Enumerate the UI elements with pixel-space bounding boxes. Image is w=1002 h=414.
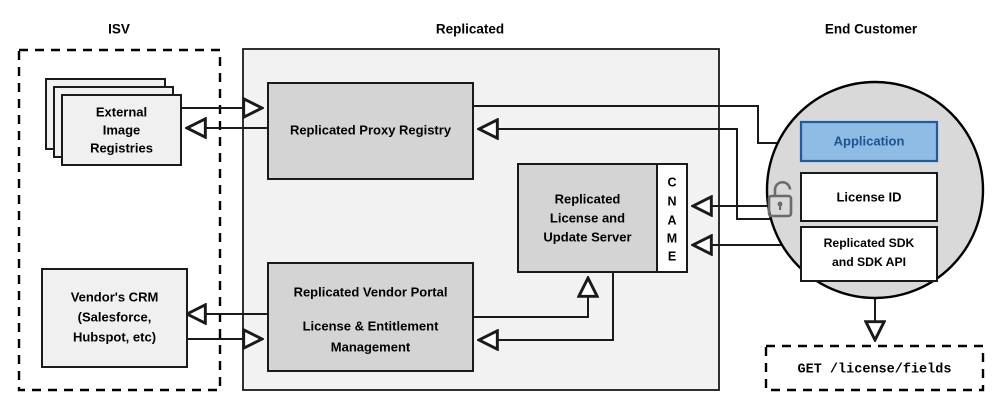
vendor-crm-line-2: (Salesforce, xyxy=(78,309,152,324)
replicated-sdk-line-1: Replicated SDK xyxy=(824,236,915,250)
vendor-portal-line-3: License & Entitlement xyxy=(303,318,439,333)
license-server-line-2: License and xyxy=(550,210,625,225)
cname-letter-e: E xyxy=(668,249,676,263)
replicated-sdk-line-2: and SDK API xyxy=(832,255,906,269)
lane-title-isv: ISV xyxy=(108,22,130,37)
cname-letter-a: A xyxy=(667,213,676,227)
api-call-box xyxy=(764,344,985,392)
proxy-registry-box xyxy=(267,82,474,180)
node-external-image-registries[interactable]: External Image Registries xyxy=(45,78,182,166)
application-box xyxy=(799,120,939,163)
license-id-label: License ID xyxy=(836,189,901,204)
application-label: Application xyxy=(834,133,905,148)
vendor-crm-box xyxy=(41,268,188,368)
node-replicated-sdk[interactable]: Replicated SDK and SDK API xyxy=(800,226,938,282)
vendor-crm-line-3: Hubspot, etc) xyxy=(73,329,156,344)
registry-stack-front xyxy=(61,94,182,166)
proxy-registry-label: Replicated Proxy Registry xyxy=(290,122,452,137)
lane-title-end-customer: End Customer xyxy=(825,22,918,37)
connector-application-to-proxy xyxy=(479,129,800,220)
cname-box xyxy=(656,163,688,273)
replicated-sdk-box xyxy=(800,226,938,282)
vendor-portal-line-4: Management xyxy=(331,339,411,354)
vendor-portal-box xyxy=(267,262,474,372)
vendor-crm-line-1: Vendor's CRM xyxy=(71,289,159,304)
license-id-box xyxy=(800,172,938,222)
node-api-call[interactable]: GET /license/fields xyxy=(764,344,985,392)
license-server-line-3: Update Server xyxy=(543,229,631,244)
cname-letter-n: N xyxy=(667,194,676,208)
node-cname[interactable]: C N A M E xyxy=(656,163,688,273)
license-server-line-1: Replicated xyxy=(555,191,621,206)
external-registries-line-2: Image xyxy=(103,122,141,137)
lane-title-replicated: Replicated xyxy=(436,22,504,37)
node-replicated-license-update-server[interactable]: Replicated License and Update Server xyxy=(517,163,658,273)
padlock-body xyxy=(767,194,793,218)
node-replicated-vendor-portal[interactable]: Replicated Vendor Portal License & Entit… xyxy=(267,262,474,372)
cname-letter-c: C xyxy=(667,175,676,189)
external-registries-line-1: External xyxy=(96,104,147,119)
connector-vendor-portal-to-license-server xyxy=(473,278,588,318)
external-registries-line-3: Registries xyxy=(90,140,153,155)
connector-license-server-to-vendor-portal xyxy=(479,271,614,340)
padlock-keyhole-stem xyxy=(779,205,782,210)
node-vendor-crm[interactable]: Vendor's CRM (Salesforce, Hubspot, etc) xyxy=(41,268,188,368)
cname-letter-m: M xyxy=(667,231,677,245)
unlocked-padlock-icon xyxy=(767,180,793,218)
license-server-box xyxy=(517,163,658,273)
vendor-portal-line-1: Replicated Vendor Portal xyxy=(294,284,448,299)
node-replicated-proxy-registry[interactable]: Replicated Proxy Registry xyxy=(267,82,474,180)
padlock-shackle xyxy=(773,180,792,196)
node-license-id[interactable]: License ID xyxy=(800,172,938,222)
isv-boundary xyxy=(17,48,222,392)
node-application[interactable]: Application xyxy=(799,120,939,163)
api-call-label: GET /license/fields xyxy=(798,363,952,378)
